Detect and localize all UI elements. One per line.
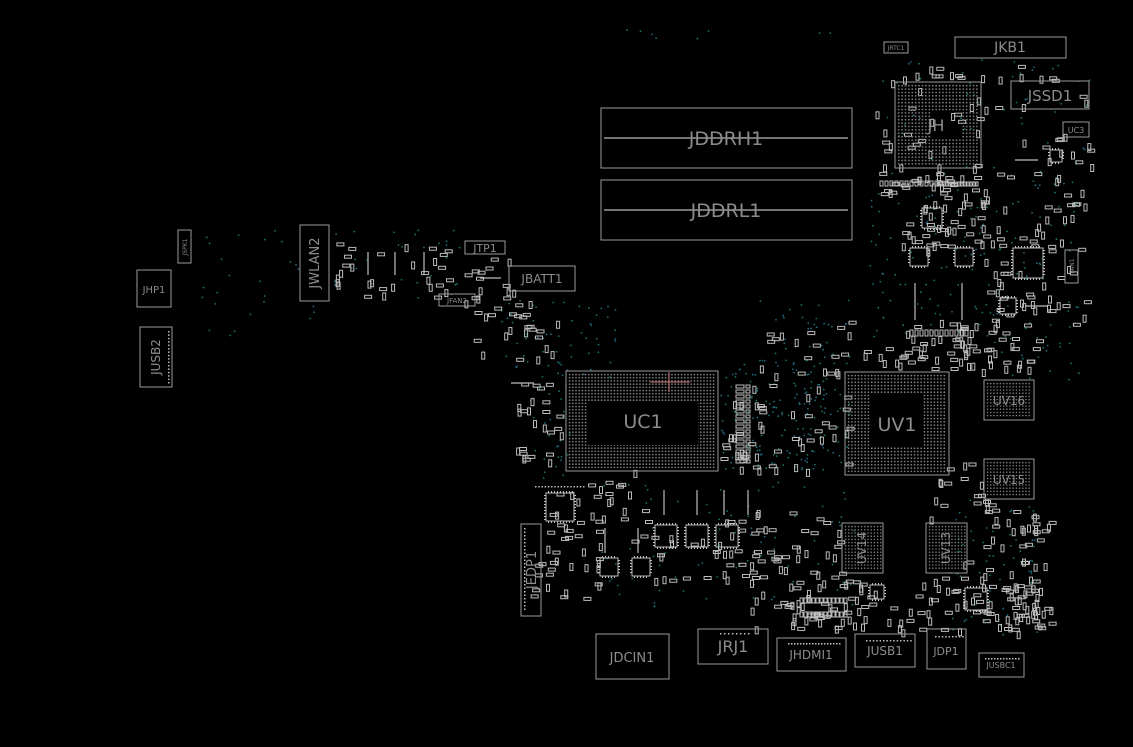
bga-uv13-balls (928, 525, 966, 569)
label-jusb2: JUSB2 (149, 339, 163, 376)
connector-jusb1[interactable]: JUSB1 (854, 633, 916, 668)
connector-jdcin1[interactable]: JDCIN1 (595, 633, 670, 680)
connector-jfan1[interactable]: JFAN1 (1064, 249, 1079, 284)
connector-jtp1[interactable]: JTP1 (464, 240, 506, 255)
chip-uc1-cpu[interactable]: UC1 (565, 370, 719, 472)
label-jdcin1: JDCIN1 (609, 651, 655, 666)
chip-uv1-gpu[interactable]: UV1 (844, 371, 950, 476)
bga-jh-balls (897, 84, 978, 165)
connector-jhdmi1[interactable]: JHDMI1 (776, 637, 847, 672)
chip-uv15-vram[interactable]: UV15 (983, 458, 1035, 500)
connector-jdp1[interactable]: JDP1 (926, 628, 967, 670)
label-jhdmi1: JHDMI1 (788, 648, 832, 662)
label-jspk1: JSPK1 (182, 238, 189, 256)
label-jfan1: JFAN1 (1069, 258, 1076, 276)
label-jddrl1: JDDRL1 (690, 200, 762, 222)
label-jwlan2: JWLAN2 (308, 237, 323, 289)
label-uv13: UV13 (939, 532, 953, 564)
chip-jh-pch[interactable]: JH (894, 81, 982, 169)
via-layer (201, 29, 1091, 636)
bga-uv1-balls (847, 374, 946, 473)
connector-jrj1[interactable]: JRJ1 (697, 628, 769, 665)
connector-jedp1[interactable]: JEDP1 (520, 523, 542, 617)
label-jusbc1: JUSBC1 (985, 661, 1015, 670)
label-uv1: UV1 (878, 414, 917, 436)
label-jfan2: JFAN2 (446, 297, 467, 305)
connector-jhp1[interactable]: JHP1 (136, 269, 172, 308)
label-uc3: UC3 (1068, 126, 1085, 135)
chip-uv16-vram[interactable]: UV16 (983, 379, 1035, 421)
connector-jrtc1[interactable]: JRTC1 (883, 41, 909, 54)
slot-jddrh1[interactable]: JDDRH1 (600, 107, 853, 169)
chip-uv13-vram[interactable]: UV13 (925, 522, 968, 574)
label-jdp1: JDP1 (932, 645, 958, 658)
connector-jusb2[interactable]: JUSB2 (139, 326, 173, 388)
connector-jbatt1[interactable]: JBATT1 (508, 265, 576, 292)
slot-jddrl1[interactable]: JDDRL1 (600, 179, 853, 241)
label-jrj1: JRJ1 (717, 637, 749, 656)
bga-uv16-balls (986, 382, 1030, 417)
label-uv16: UV16 (993, 394, 1025, 408)
label-jkb1: JKB1 (993, 40, 1026, 56)
label-jh: JH (927, 116, 945, 135)
label-uv15: UV15 (993, 473, 1025, 487)
label-jedp1: JEDP1 (525, 551, 540, 590)
label-jrtc1: JRTC1 (887, 45, 905, 52)
label-jhp1: JHP1 (142, 285, 166, 296)
connector-jusbc1[interactable]: JUSBC1 (978, 652, 1025, 678)
connector-jkb1[interactable]: JKB1 (954, 36, 1067, 59)
label-uv14: UV14 (855, 532, 869, 564)
connector-jssd1[interactable]: JSSD1 (1010, 80, 1090, 110)
label-jtp1: JTP1 (472, 242, 497, 255)
connector-jspk1[interactable]: JSPK1 (177, 229, 192, 264)
label-jusb1: JUSB1 (866, 644, 903, 658)
chip-uv14-vram[interactable]: UV14 (841, 522, 884, 574)
bga-uv15-balls (986, 461, 1030, 496)
label-jssd1: JSSD1 (1027, 87, 1073, 105)
bga-uv14-balls (844, 525, 882, 569)
slot-jwlan2[interactable]: JWLAN2 (299, 224, 330, 302)
label-jbatt1: JBATT1 (520, 272, 562, 286)
connector-jfan2[interactable]: JFAN2 (438, 293, 476, 307)
label-jddrh1: JDDRH1 (688, 128, 763, 150)
label-uc1: UC1 (623, 411, 662, 433)
passive-layer (168, 64, 1096, 660)
chip-uc3[interactable]: UC3 (1062, 121, 1090, 138)
